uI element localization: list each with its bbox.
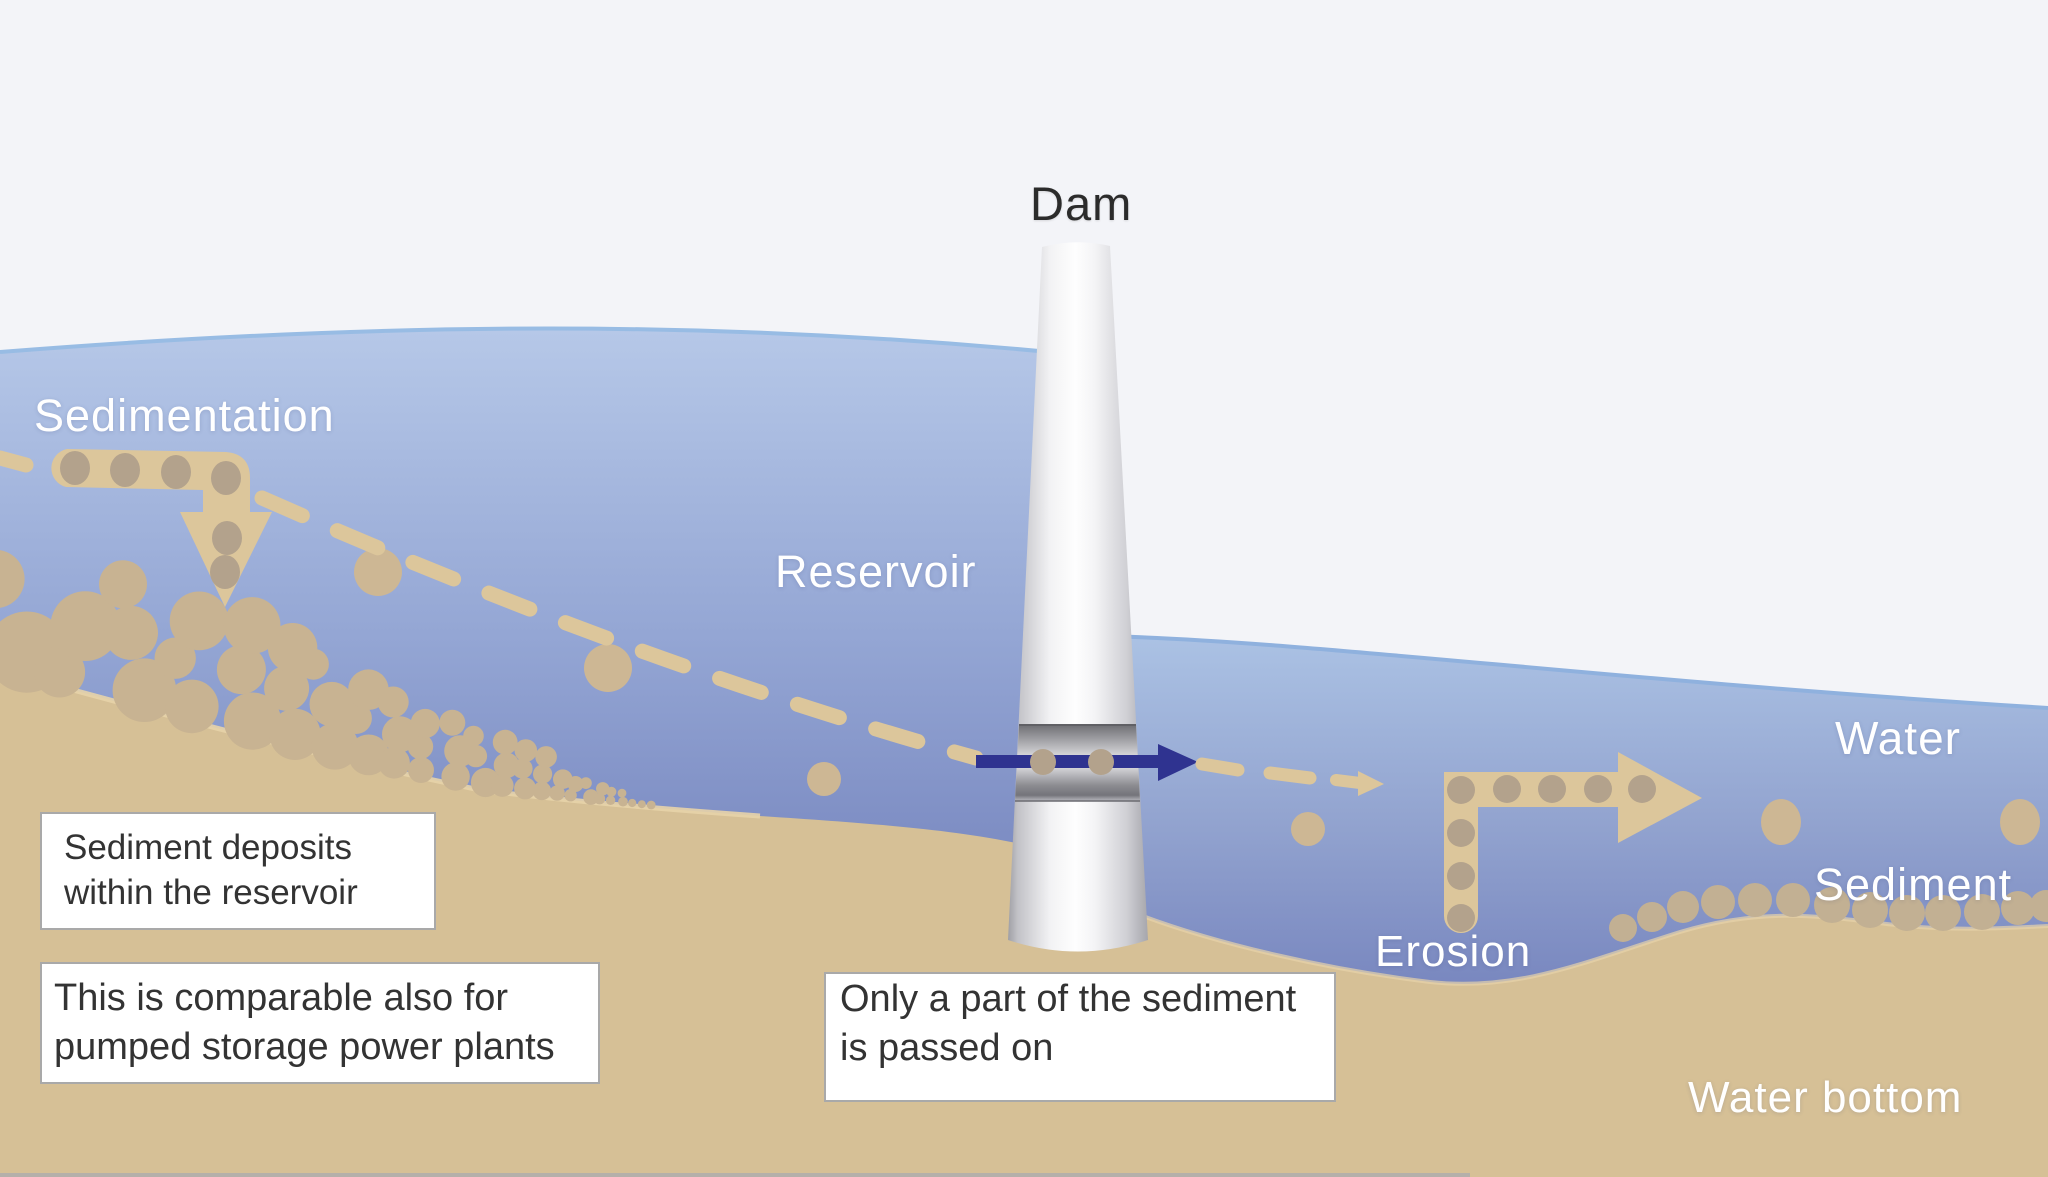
label-sediment: Sediment (1814, 859, 2013, 910)
callout-sediment-deposits: Sediment deposits within the reservoir (40, 812, 436, 930)
label-water: Water (1835, 712, 1961, 764)
downstream-dashed-arrow (1195, 757, 1384, 796)
callout-line: is passed on (840, 1027, 1054, 1069)
label-water-bottom: Water bottom (1688, 1073, 1963, 1122)
downstream-sediment-grains (1291, 799, 2048, 942)
callout-line: Only a part of the sediment (840, 978, 1297, 1021)
callout-line: This is comparable also for (54, 977, 509, 1020)
floating-sediment-grains (354, 548, 841, 796)
callout-line: pumped storage power plants (54, 1026, 555, 1068)
sediment-pass-through-arrow (976, 744, 1198, 781)
sediment-pile (0, 550, 656, 810)
label-erosion: Erosion (1375, 927, 1532, 976)
callout-pumped-storage: This is comparable also for pumped stora… (40, 962, 600, 1084)
label-reservoir: Reservoir (775, 546, 977, 597)
label-dam: Dam (1030, 177, 1133, 230)
label-sedimentation: Sedimentation (34, 390, 335, 441)
sedimentation-arrow (51, 449, 272, 607)
bottom-edge-strip (0, 1173, 1470, 1177)
erosion-arrow (1444, 752, 1702, 933)
callout-sediment-passed: Only a part of the sediment is passed on (824, 972, 1336, 1102)
callout-line: within the reservoir (64, 873, 358, 912)
callout-line: Sediment deposits (64, 828, 352, 868)
sediment-flow-dashed-line (0, 450, 984, 766)
